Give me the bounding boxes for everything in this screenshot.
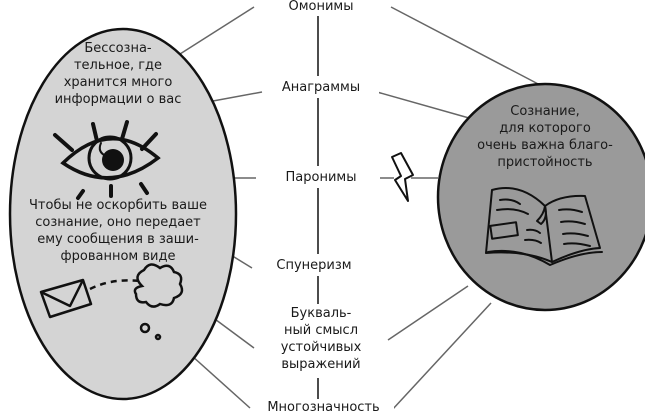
left-node-description-line: ему сообщения в заши-	[37, 232, 199, 247]
term-paronimy: Паронимы	[263, 169, 379, 186]
right-node-title-line: пристойность	[497, 155, 593, 170]
term-mnogoznachnost: Многозначность	[253, 399, 394, 416]
term-label: Спунеризм	[276, 258, 352, 273]
left-node-shape	[8, 27, 238, 401]
left-node-title-line: Бессозна-	[84, 41, 152, 56]
left-node-title: Бессозна- тельное, где хранится много ин…	[28, 40, 208, 108]
term-label-line: устойчивых	[280, 340, 362, 355]
left-node-description-line: фрованном виде	[60, 249, 176, 264]
term-label-line: выражений	[281, 357, 361, 372]
left-node-title-line: тельное, где	[73, 58, 163, 73]
left-node-description-line: сознание, оно передает	[35, 215, 201, 230]
right-connectors	[376, 6, 543, 411]
term-label-line: ный смысл	[283, 323, 359, 338]
term-label-line: Букваль-	[290, 306, 352, 321]
term-label: Омонимы	[288, 0, 354, 14]
term-label: Паронимы	[285, 170, 357, 185]
right-node-title-line: Сознание,	[510, 104, 580, 119]
left-node-description: Чтобы не оскорбить ваше сознание, оно пе…	[8, 197, 228, 265]
right-node-title-line: очень важна благо-	[477, 138, 613, 153]
term-omonimy: Омонимы	[268, 0, 374, 15]
envelope-icon	[39, 278, 93, 319]
term-bukvalny-smysl: Букваль- ный смысл устойчивых выражений	[263, 305, 379, 373]
term-anagrammy: Анаграммы	[263, 79, 379, 96]
term-spunerizm: Спунеризм	[256, 257, 372, 274]
left-node-description-line: Чтобы не оскорбить ваше	[29, 198, 207, 213]
open-book-icon	[485, 187, 603, 266]
eye-icon	[53, 120, 161, 200]
term-label: Анаграммы	[281, 80, 361, 95]
right-node-title-line: для которого	[499, 121, 591, 136]
left-node-title-line: информации о вас	[54, 92, 182, 107]
thought-cloud-icon	[133, 263, 184, 341]
left-node-title-line: хранится много	[63, 75, 173, 90]
right-node-title: Сознание, для которого очень важна благо…	[455, 103, 635, 171]
dashed-path	[89, 279, 141, 291]
term-label: Многозначность	[267, 400, 380, 415]
lightning-bolt-icon	[391, 152, 414, 202]
